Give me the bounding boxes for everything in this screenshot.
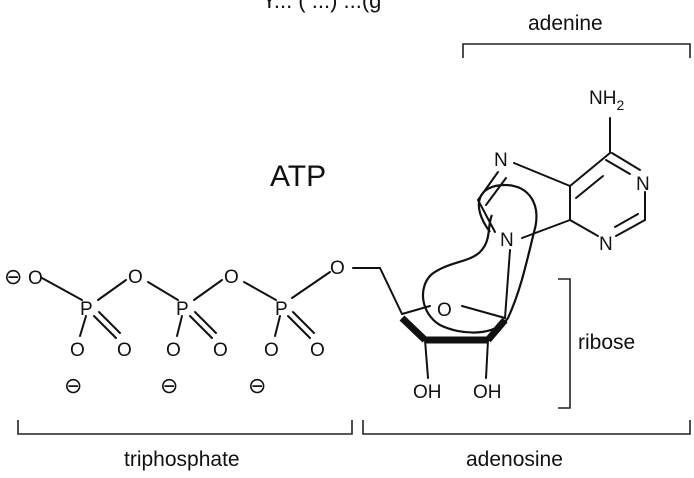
o-bridge-2-atom: O (224, 267, 239, 288)
bond-c5-c4prime (379, 267, 403, 315)
o-beta-down-atom: O (166, 340, 181, 361)
bond-pbeta-odouble (189, 315, 213, 339)
o-gamma-down-atom: O (70, 340, 85, 361)
o-terminal-atom: O (28, 268, 43, 289)
o4-atom: O (437, 300, 452, 321)
p-beta-atom: P (176, 299, 189, 320)
bond-c5-c6-double (575, 175, 604, 199)
o-gamma-double-atom: O (117, 340, 132, 361)
minus-charge-2: ⊖ (64, 373, 82, 398)
bond-n9-c4 (521, 219, 571, 239)
bond-palpha-o (291, 271, 331, 299)
bond-c2-oh (485, 339, 489, 379)
bond-o-pbeta (147, 281, 179, 301)
bond-c6-n1 (611, 152, 641, 171)
bond-pgamma-odouble (93, 315, 117, 339)
o-beta-double-atom: O (213, 340, 228, 361)
bond-c2-n3 (615, 219, 646, 237)
bond-pbeta-o-down (176, 315, 183, 337)
o-bridge-atom: O (330, 258, 345, 279)
bond-c8-n9 (477, 199, 496, 233)
minus-charge-3: ⊖ (160, 373, 178, 398)
o-alpha-down-atom: O (264, 340, 279, 361)
bond-pgamma-odouble2 (98, 311, 121, 334)
adenosine-bracket (362, 420, 691, 435)
p-alpha-atom: P (275, 299, 288, 320)
adenine-label: adenine (528, 12, 603, 35)
minus-charge-4: ⊖ (248, 373, 266, 398)
n9-atom: N (500, 230, 514, 251)
bond-o-palpha (243, 281, 277, 301)
bond-palpha-o-down (274, 315, 281, 337)
o-alpha-double-atom: O (310, 340, 325, 361)
o-bridge-1-atom: O (128, 267, 143, 288)
adenine-bracket (462, 43, 691, 58)
bond-c6-n1-double (605, 159, 631, 175)
bond-c2-n3-double (614, 213, 639, 228)
bond-o-pgamma (41, 277, 83, 301)
n7-atom: N (494, 150, 508, 171)
bond-palpha-odouble2 (292, 311, 315, 334)
bond-pbeta-o (193, 279, 223, 301)
bond-c3-oh (424, 339, 429, 379)
n3-atom: N (599, 234, 613, 255)
bond-pgamma-o-down (79, 315, 87, 337)
bond-palpha-odouble (287, 315, 311, 339)
bond-c4-c3-wedge (399, 315, 428, 343)
bond-pgamma-o (97, 279, 127, 301)
triphosphate-label: triphosphate (124, 448, 240, 471)
top-cut-text: Y... ( ...) ...(g (262, 0, 381, 13)
bond-c5-c6 (569, 152, 611, 187)
oh-3-atom: OH (413, 382, 442, 403)
p-gamma-atom: P (80, 299, 93, 320)
adenosine-label: adenosine (466, 448, 563, 471)
bond-n9-c1 (504, 249, 511, 319)
bond-n7-c8-double (485, 177, 507, 206)
nh2-atom: NH2 (589, 88, 624, 113)
atp-title: ATP (270, 160, 326, 193)
bond-c5-n7 (513, 162, 571, 187)
ribose-bracket (558, 278, 571, 409)
ribose-label: ribose (578, 331, 635, 354)
annotation-loop (421, 183, 538, 334)
bond-n3-c4 (569, 219, 599, 237)
triphosphate-bracket (17, 420, 353, 435)
n1-atom: N (636, 174, 650, 195)
oh-2-atom: OH (473, 382, 502, 403)
bond-o4-c1 (461, 305, 506, 319)
minus-charge-1: ⊖ (4, 264, 22, 289)
bond-pbeta-odouble2 (194, 311, 217, 334)
